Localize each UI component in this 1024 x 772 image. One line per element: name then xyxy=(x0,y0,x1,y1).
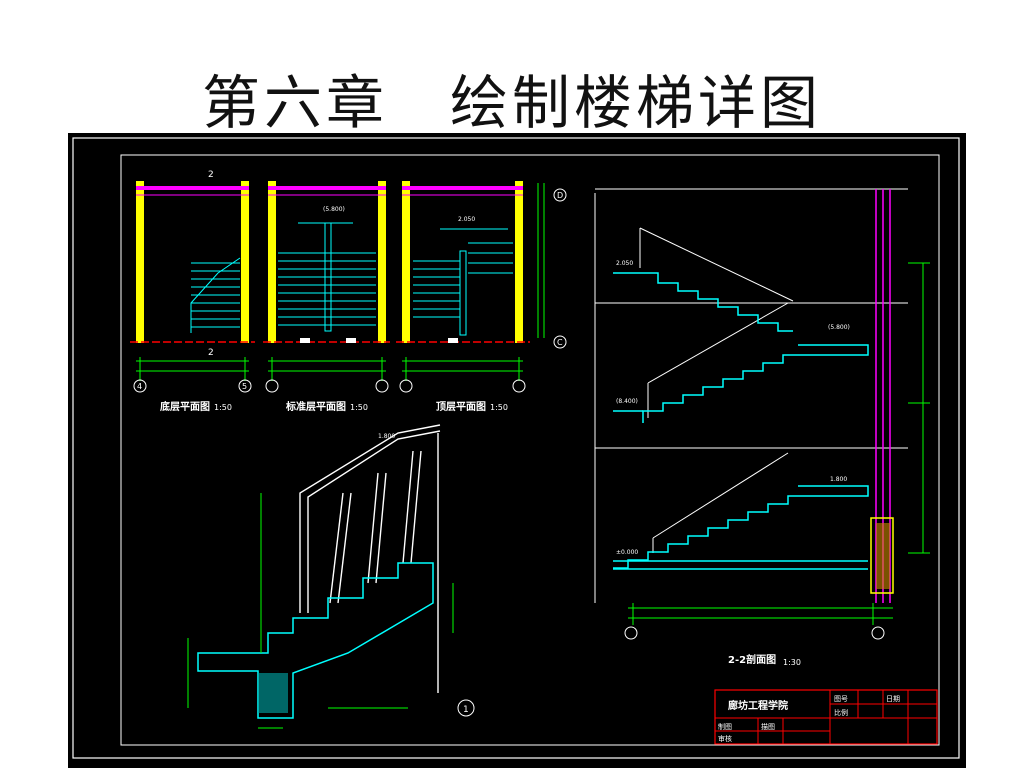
ground-plan-label: 底层平面图 xyxy=(160,400,210,413)
svg-text:2.050: 2.050 xyxy=(458,216,475,223)
school-name: 廊坊工程学院 xyxy=(728,699,788,712)
svg-text:审核: 审核 xyxy=(718,734,732,743)
section-2-2: 2.050 (5.800) (8.400) 1.800 ±0.000 2-2剖面… xyxy=(594,188,930,667)
svg-text:±0.000: ±0.000 xyxy=(616,549,638,556)
svg-text:1: 1 xyxy=(463,705,469,715)
svg-text:图号: 图号 xyxy=(834,695,848,703)
title-block: 廊坊工程学院 图号 日期 比例 制图 审核 描图 xyxy=(714,689,938,745)
svg-text:4: 4 xyxy=(137,382,142,391)
svg-text:1:50: 1:50 xyxy=(214,403,232,412)
slide-title: 第六章 绘制楼梯详图 xyxy=(201,69,822,137)
svg-text:(5.800): (5.800) xyxy=(828,324,850,331)
svg-text:(8.400): (8.400) xyxy=(616,398,638,405)
svg-text:描图: 描图 xyxy=(761,722,775,731)
svg-text:2: 2 xyxy=(208,348,214,358)
wall-right xyxy=(241,181,249,343)
plan-standard-floor: (5.800) 标准层平面图 1:50 xyxy=(263,181,390,413)
svg-text:2.050: 2.050 xyxy=(616,260,633,267)
cad-drawing: 2 2 4 5 底层平面图 1:50 (5.800) xyxy=(68,133,966,768)
svg-text:(5.800): (5.800) xyxy=(323,206,345,213)
plan-ground-floor: 2 2 4 5 底层平面图 1:50 xyxy=(130,170,255,413)
section-label: 2-2剖面图 xyxy=(728,653,776,666)
svg-text:1.800: 1.800 xyxy=(378,433,395,440)
svg-text:1:50: 1:50 xyxy=(490,403,508,412)
svg-text:5: 5 xyxy=(242,382,247,391)
svg-text:C: C xyxy=(557,338,563,347)
top-plan-label: 顶层平面图 xyxy=(436,401,486,413)
detail-1: 1.800 1 xyxy=(187,424,475,729)
svg-text:制图: 制图 xyxy=(718,722,732,731)
svg-text:比例: 比例 xyxy=(834,708,848,717)
plan-top-floor: 2.050 D C 顶层平面图 1:50 xyxy=(396,181,567,413)
svg-text:1:50: 1:50 xyxy=(350,403,368,412)
wall-left xyxy=(136,181,144,343)
svg-text:D: D xyxy=(557,191,563,200)
standard-plan-label: 标准层平面图 xyxy=(285,400,346,413)
svg-text:2: 2 xyxy=(208,170,214,180)
svg-text:1.800: 1.800 xyxy=(830,476,847,483)
cad-canvas: 2 2 4 5 底层平面图 1:50 (5.800) xyxy=(72,137,960,759)
svg-text:日期: 日期 xyxy=(886,695,900,703)
svg-text:1:30: 1:30 xyxy=(783,658,801,667)
outer-frame xyxy=(72,137,960,759)
inner-frame xyxy=(120,154,940,746)
